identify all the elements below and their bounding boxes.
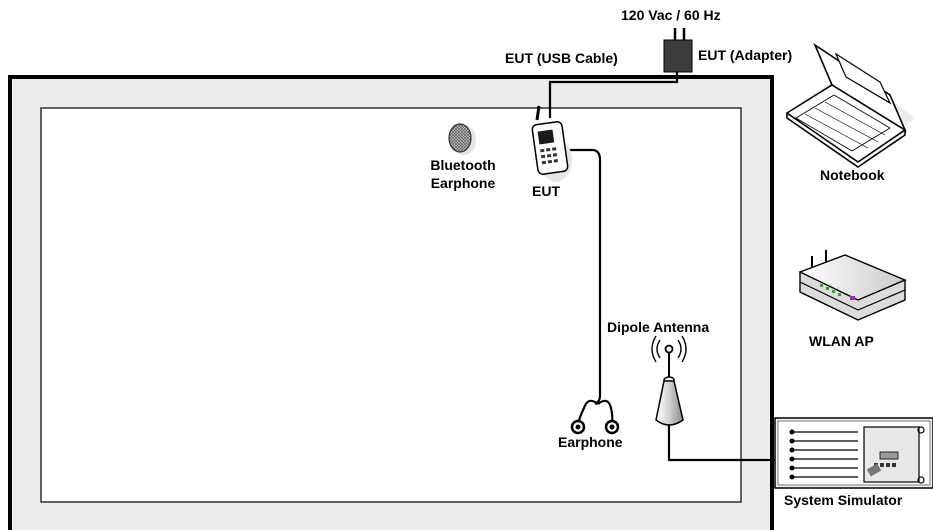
system-simulator-icon [774, 417, 933, 489]
system-simulator-label: System Simulator [784, 492, 903, 508]
notebook-icon [785, 42, 915, 168]
earphone-label: Earphone [558, 434, 623, 450]
dipole-antenna-icon [651, 335, 687, 426]
usb-cable-label: EUT (USB Cable) [505, 50, 618, 66]
usb-cable [548, 72, 679, 118]
wlan-ap-label: WLAN AP [809, 333, 874, 349]
wlan-ap-icon [798, 250, 907, 321]
notebook-label: Notebook [820, 167, 885, 183]
bluetooth-earphone-label-line1: Bluetooth [430, 157, 496, 173]
phone-icon [531, 105, 572, 182]
test-chamber [8, 75, 774, 530]
dipole-antenna-label: Dipole Antenna [607, 319, 710, 335]
earphone-icon [570, 419, 620, 435]
cables [548, 72, 790, 462]
earphone-split-right [597, 399, 614, 425]
power-label: 120 Vac / 60 Hz [621, 7, 721, 23]
adapter-label: EUT (Adapter) [698, 47, 793, 63]
rf-cable [667, 425, 790, 462]
bluetooth-earphone-icon [448, 123, 476, 155]
earphone-split-left [576, 399, 599, 425]
eut-label: EUT [532, 183, 560, 199]
adapter-icon [663, 28, 693, 73]
earphone-cable [566, 148, 602, 406]
bluetooth-earphone-label-line2: Earphone [430, 175, 496, 191]
